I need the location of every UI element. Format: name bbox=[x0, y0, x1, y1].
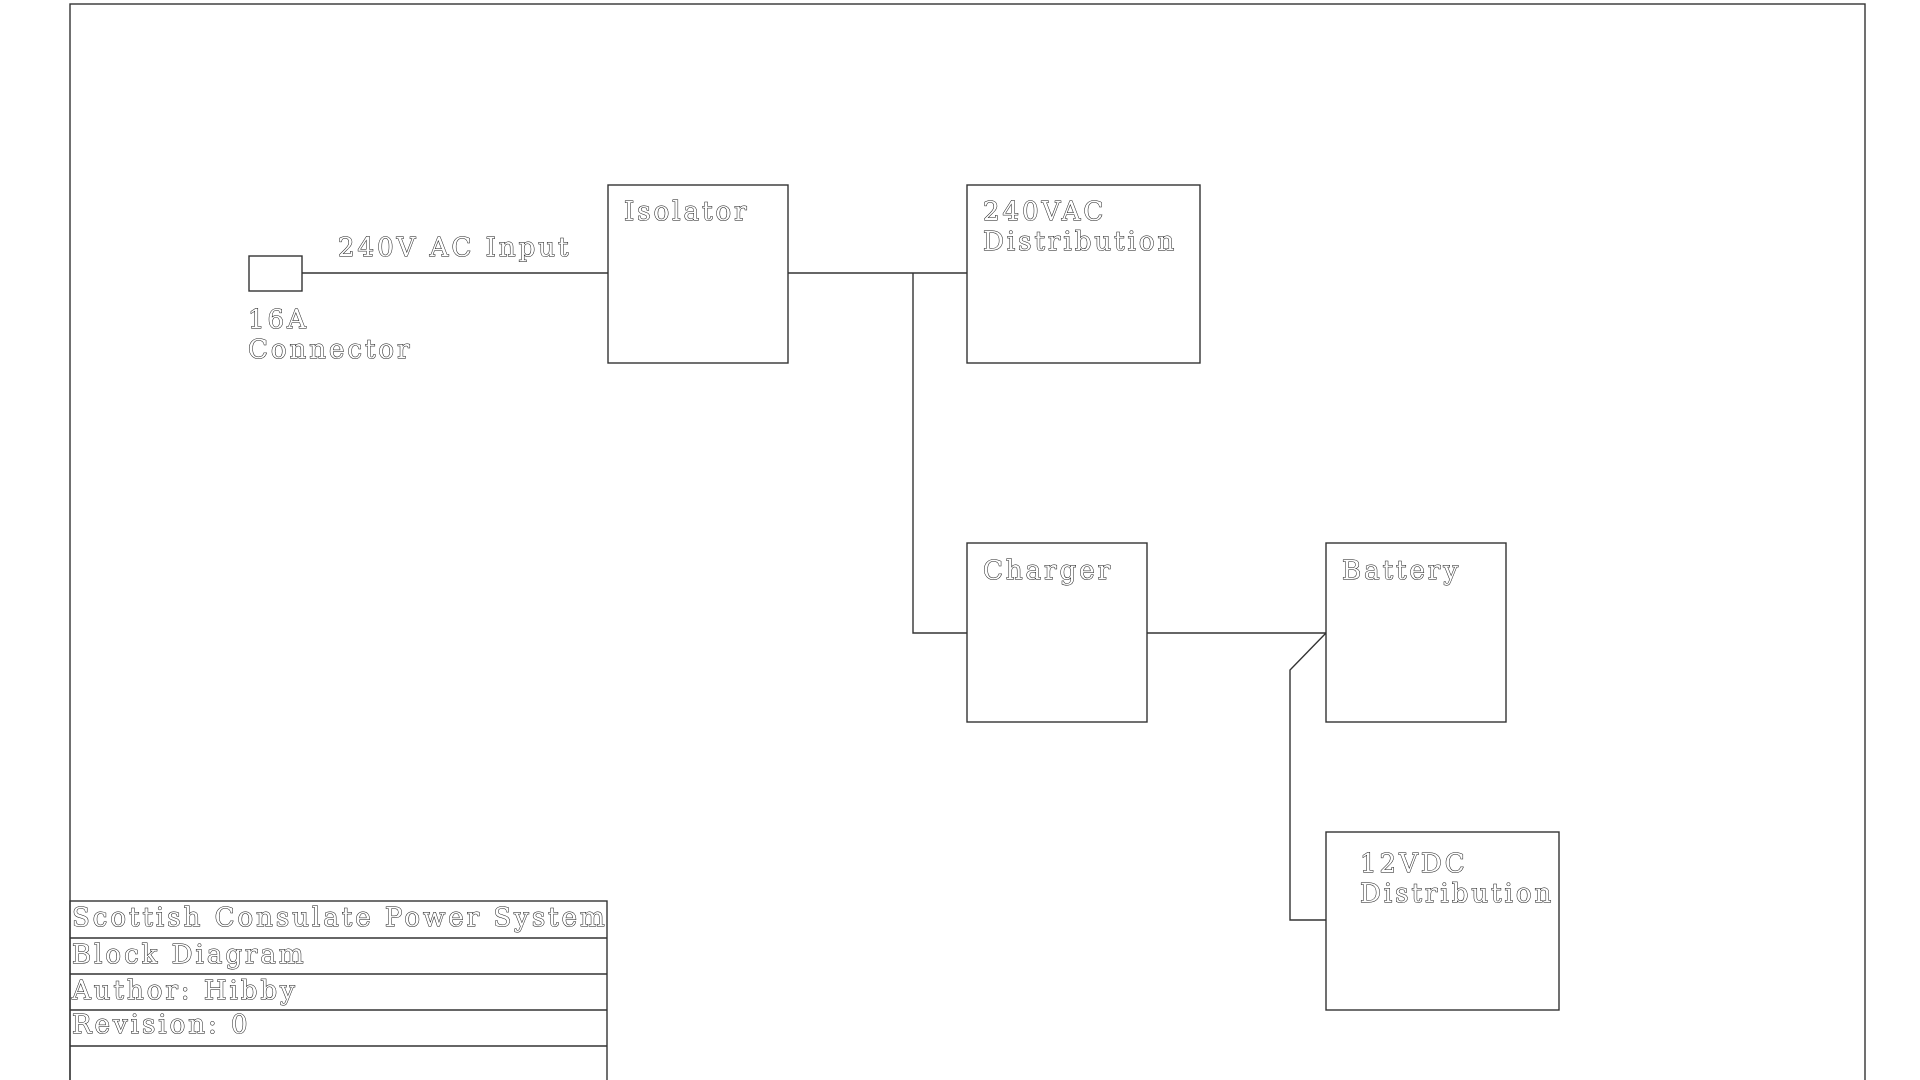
title-block-drawing-type: Block Diagram bbox=[72, 940, 307, 970]
title-block-author: Author: Hibby bbox=[71, 976, 298, 1006]
title-block-revision: Revision: 0 bbox=[72, 1010, 251, 1040]
isolator-block bbox=[607, 184, 789, 364]
dc-distribution-label-line1: 12VDC bbox=[1360, 849, 1468, 879]
wire-battery-dc-distribution bbox=[1289, 632, 1327, 921]
charger-block bbox=[966, 542, 1148, 723]
drawing-border bbox=[69, 3, 1866, 1080]
connector-block bbox=[248, 255, 303, 292]
dc-distribution-block bbox=[1325, 831, 1560, 1011]
dc-distribution-label-line2: Distribution bbox=[1360, 879, 1554, 909]
wire-junction-charger bbox=[912, 273, 967, 634]
ac-distribution-label-line2: Distribution bbox=[983, 227, 1177, 257]
charger-label: Charger bbox=[983, 556, 1113, 586]
ac-distribution-label-line1: 240VAC bbox=[983, 197, 1106, 227]
wire-label-ac-input: 240V AC Input bbox=[338, 233, 571, 263]
ac-distribution-block bbox=[966, 184, 1201, 364]
title-block: Scottish Consulate Power System Block Di… bbox=[69, 900, 608, 1080]
title-block-frame bbox=[69, 900, 608, 1080]
title-block-project: Scottish Consulate Power System bbox=[72, 903, 608, 933]
connector-label-line2: Connector bbox=[248, 335, 413, 365]
isolator-label: Isolator bbox=[624, 197, 750, 227]
battery-label: Battery bbox=[1342, 556, 1461, 586]
battery-block bbox=[1325, 542, 1507, 723]
connector-label-line1: 16A bbox=[248, 305, 309, 335]
